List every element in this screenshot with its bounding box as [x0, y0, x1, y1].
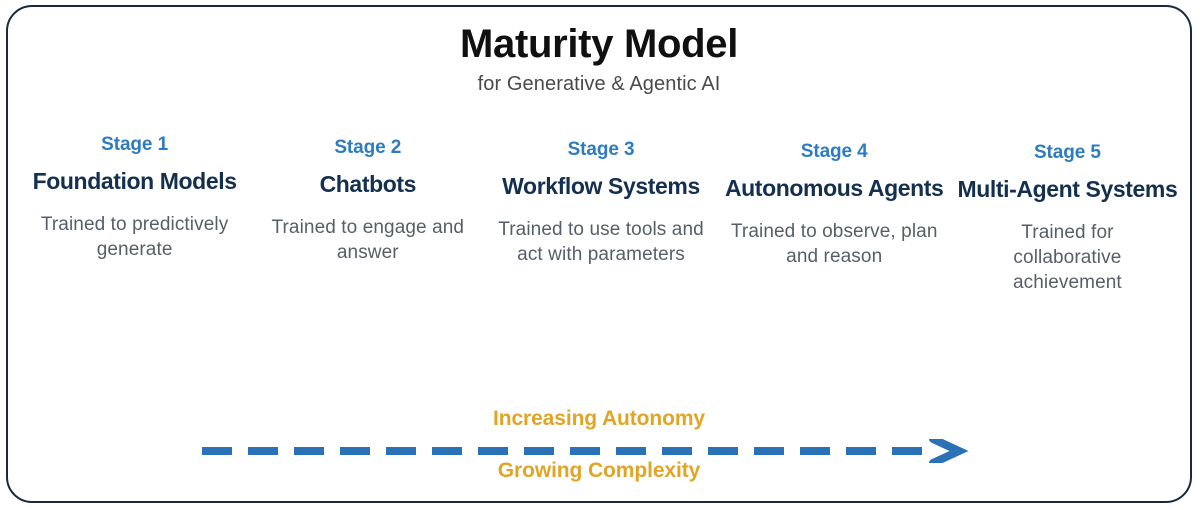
page-title: Maturity Model [459, 22, 739, 66]
stage-title-4: Autonomous Agents [724, 174, 944, 201]
stage-column-1: Stage 1 Foundation Models Trained to pre… [18, 134, 251, 262]
stage-label-3: Stage 3 [567, 139, 635, 160]
stage-column-3: Stage 3 Workflow Systems Trained to use … [484, 139, 717, 267]
stage-label-1: Stage 1 [101, 134, 169, 155]
stages-row: Stage 1 Foundation Models Trained to pre… [18, 134, 1184, 296]
stage-description-1: Trained to predictively generate [40, 214, 229, 261]
increasing-autonomy-label: Increasing Autonomy [492, 407, 706, 430]
page-subtitle: for Generative & Agentic AI [477, 73, 721, 95]
stage-description-5: Trained for collaborative achievement [1012, 222, 1122, 294]
stage-description-3: Trained to use tools and act with parame… [498, 219, 704, 266]
stage-title-1: Foundation Models [32, 167, 237, 194]
stage-title-3: Workflow Systems [502, 172, 700, 199]
stage-title-5: Multi-Agent Systems [957, 175, 1178, 202]
diagram-frame: Maturity Model for Generative & Agentic … [6, 5, 1192, 503]
stage-column-5: Stage 5 Multi-Agent Systems Trained for … [951, 142, 1184, 296]
stage-label-2: Stage 2 [334, 137, 402, 158]
header: Maturity Model for Generative & Agentic … [8, 21, 1190, 96]
stage-label-5: Stage 5 [1033, 142, 1101, 163]
stage-column-4: Stage 4 Autonomous Agents Trained to obs… [718, 141, 951, 269]
stage-column-2: Stage 2 Chatbots Trained to engage and a… [251, 137, 484, 265]
progression-section: Increasing Autonomy Growing Complexity [8, 403, 1190, 499]
stage-label-4: Stage 4 [800, 141, 868, 162]
stage-description-4: Trained to observe, plan and reason [730, 221, 938, 268]
stage-title-2: Chatbots [319, 170, 417, 197]
stage-description-2: Trained to engage and answer [271, 217, 465, 264]
dashed-right-arrow-icon [8, 435, 1190, 467]
growing-complexity-label: Growing Complexity [497, 459, 701, 482]
